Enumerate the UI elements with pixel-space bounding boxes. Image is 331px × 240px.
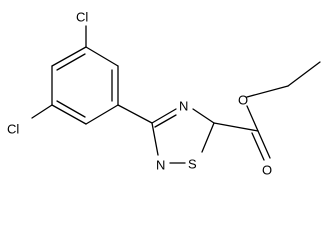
bond-c6-c1	[51, 46, 87, 67]
bond-c1-c2	[85, 46, 119, 67]
bond-carbonyl-o-inner	[251, 132, 265, 161]
bond-c5-cl-bottom	[31, 104, 53, 119]
bond-c3-n4-inner	[154, 114, 177, 128]
bond-c5-s1	[201, 122, 215, 153]
atom-cl-bottom: Cl	[7, 122, 19, 137]
bond-c6-c1-inner	[56, 53, 86, 71]
atom-cl-top: Cl	[76, 10, 88, 25]
structure-diagram: Cl Cl N N S O O	[7, 10, 321, 178]
atom-n4: N	[179, 99, 188, 114]
bond-aryl-c3	[117, 104, 153, 124]
bond-oester-ch2	[246, 85, 289, 98]
bond-c4-c5	[51, 104, 87, 125]
atom-n2: N	[156, 158, 165, 173]
bond-carbonyl-o	[257, 130, 271, 159]
bond-c5-carbonyl	[213, 122, 259, 132]
atom-o-ester: O	[238, 93, 248, 108]
bond-n2-c3	[151, 122, 159, 156]
atom-s1: S	[188, 157, 197, 172]
atom-labels: Cl Cl N N S O O	[7, 10, 272, 178]
bond-n4-c5	[192, 108, 215, 124]
bond-c4-c5-inner	[56, 100, 86, 118]
bond-c3-n4	[151, 108, 177, 124]
bond-ch2-ch3	[287, 61, 321, 87]
bond-c3-c4	[85, 104, 119, 125]
bonds	[31, 25, 321, 164]
atom-o-carbonyl: O	[262, 163, 272, 178]
bond-carbonyl-oester	[246, 105, 259, 132]
molecule-canvas: Cl Cl N N S O O	[7, 10, 321, 178]
